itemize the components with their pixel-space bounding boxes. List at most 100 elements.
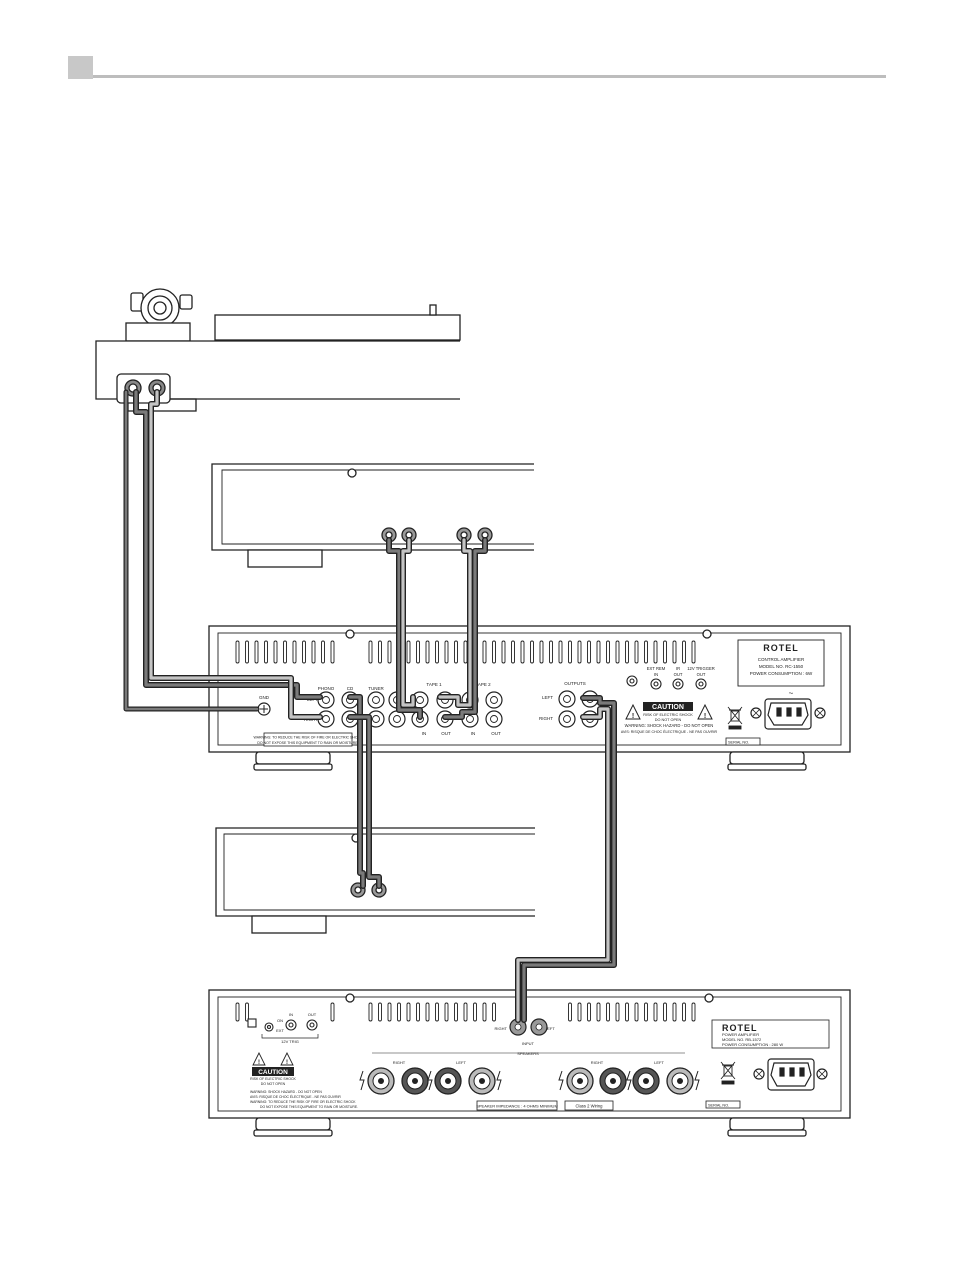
vent-slot [653, 1002, 658, 1022]
preamp-screw-right [702, 629, 712, 639]
vent-slot [302, 640, 306, 664]
vent-slot [568, 1002, 572, 1022]
vent-slot [245, 1002, 249, 1022]
svg-text:!: ! [286, 1060, 288, 1066]
preamp-model-line-2: MODEL NO. RC-1550 [759, 664, 804, 669]
preamp-label-out-left: LEFT [542, 695, 553, 700]
poweramp-label-input: INPUT [522, 1041, 535, 1046]
poweramp-model-line-1: POWER AMPLIFIER [722, 1032, 759, 1037]
poweramp-screw-right [704, 993, 714, 1003]
poweramp-class2-text: Class 2 Wiring [576, 1104, 604, 1109]
preamp-label-gnd: GND [259, 695, 270, 700]
preamp-warning-triangle-right [697, 703, 713, 720]
vent-slot [625, 640, 629, 664]
preamp-serial-box [725, 737, 761, 746]
poweramp-caution-text: CAUTION [258, 1069, 288, 1076]
preamp-label-tape1-out: OUT [441, 731, 451, 736]
vent-slot [463, 640, 468, 664]
vent-slot [596, 1002, 601, 1022]
vent-slot [501, 640, 506, 664]
poweramp-model-line-3: POWER CONSUMPTION : 280 W [722, 1042, 783, 1047]
preamp-label-box [737, 639, 825, 687]
vent-slot [425, 1002, 430, 1022]
vent-slot [254, 640, 259, 664]
vent-slot [587, 1002, 591, 1022]
svg-text:!: ! [258, 1060, 260, 1066]
preamp-trigger-line-1: 12V TRIGGER [687, 666, 715, 671]
vent-slot [644, 1002, 648, 1022]
poweramp-label-ext: EXT [276, 1028, 284, 1033]
vent-slot [264, 640, 268, 664]
vent-slot [482, 640, 487, 664]
vent-slot [378, 1002, 382, 1022]
svg-text:!: ! [632, 713, 634, 720]
poweramp-warning-1: WARNING: SHOCK HAZARD - DO NOT OPEN [250, 1090, 322, 1094]
preamp-label-tape2-in: IN [471, 731, 476, 736]
vent-slot [368, 1002, 373, 1022]
bolt-icon [694, 1070, 700, 1091]
vent-slot [435, 640, 439, 664]
poweramp-label-spk-left-b: LEFT [654, 1060, 664, 1065]
poweramp-label-trig-out: OUT [308, 1012, 317, 1017]
poweramp-warning-4: DO NOT EXPOSE THIS EQUIPMENT TO RAIN OR … [260, 1105, 358, 1109]
preamp-avis: AVIS: RISQUE DE CHOC ÉLECTRIQUE - NE PAS… [621, 729, 718, 734]
preamp-ext-rem-line-1: EXT REM [647, 666, 666, 671]
preamplifier: ROTEL CONTROL AMPLIFIER MODEL NO. RC-155… [208, 625, 851, 771]
poweramp-impedance-box [476, 1100, 558, 1111]
vent-slot [663, 1002, 667, 1022]
cd-player [215, 827, 535, 934]
bolt-icon [558, 1070, 564, 1091]
preamp-ext-rem-line-2: IN [654, 672, 658, 677]
preamp-label-tape2-out: OUT [491, 731, 501, 736]
vent-slot [397, 1002, 401, 1022]
vent-slot [653, 640, 658, 664]
poweramp-foot-right [729, 1117, 805, 1131]
preamp-serial-text: SERIAL NO. [728, 741, 749, 745]
preamp-label-phono: PHONO [318, 686, 335, 691]
preamp-label-tuner: TUNER [368, 686, 384, 691]
poweramp-label-input-right: RIGHT [495, 1026, 508, 1031]
vent-slot [577, 640, 582, 664]
preamp-ir-line-2: OUT [674, 672, 683, 677]
vent-slot [615, 640, 620, 664]
preamp-label-tape2: TAPE 2 [475, 682, 491, 687]
preamp-weee-icon [727, 706, 743, 730]
vent-slot [454, 640, 458, 664]
vent-slot [406, 640, 411, 664]
poweramp-caution-badge [252, 1067, 294, 1076]
header-square [68, 56, 93, 79]
vent-slot [691, 1002, 696, 1022]
vent-slot [454, 1002, 458, 1022]
vent-slot [596, 640, 601, 664]
preamp-label-outputs: OUTPUTS [564, 681, 586, 686]
vent-slot [615, 1002, 620, 1022]
vent-slot [644, 640, 648, 664]
preamp-screw-left [345, 629, 355, 639]
poweramp-caution-sub-2: DO NOT OPEN [261, 1082, 286, 1086]
preamp-label-tape1: TAPE 1 [426, 682, 442, 687]
cables [123, 389, 617, 1023]
bolt-icon [359, 1070, 365, 1091]
vent-slot [492, 1002, 496, 1022]
vent-slot [368, 640, 373, 664]
preamp-warning-bar [263, 732, 353, 747]
poweramp-weee-icon [720, 1061, 736, 1085]
preamp-caution-badge [643, 702, 693, 711]
vent-slot [292, 640, 297, 664]
vent-slot [549, 640, 553, 664]
preamp-caution-sub-2: DO NOT OPEN [655, 718, 682, 722]
vent-slot [245, 640, 249, 664]
preamp-foot-right [729, 751, 805, 765]
vent-slot [568, 640, 572, 664]
poweramp-label-trig: 12V TRIG [281, 1039, 299, 1044]
preamp-ir-line-1: IR [676, 666, 680, 671]
vent-slot [482, 1002, 487, 1022]
vent-slot [416, 1002, 420, 1022]
vent-slot [235, 1002, 240, 1022]
vent-slot [530, 640, 534, 664]
vent-slot [273, 640, 278, 664]
poweramp-warning-3: WARNING: TO REDUCE THE RISK OF FIRE OR E… [250, 1100, 356, 1104]
header-rule [93, 75, 886, 78]
bolt-icon [427, 1070, 433, 1091]
